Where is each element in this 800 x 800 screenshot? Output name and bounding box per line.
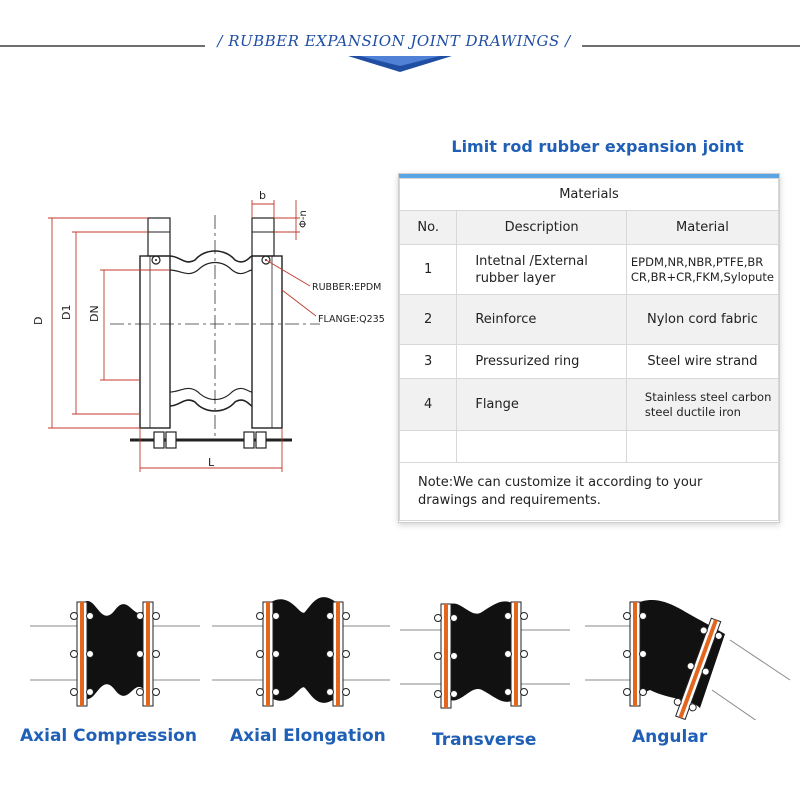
dim-label-d: D xyxy=(32,317,45,325)
cell-no: 4 xyxy=(398,378,458,431)
cell-description: Intetnal /External rubber layer xyxy=(456,244,627,295)
cell-description: Pressurized ring xyxy=(456,344,627,379)
page-title: / RUBBER EXPANSION JOINT DRAWINGS / xyxy=(208,32,580,50)
axial-compression-illustration xyxy=(30,600,200,707)
table-row xyxy=(398,430,780,463)
transverse-illustration xyxy=(400,601,570,709)
cell-no: 1 xyxy=(398,244,458,295)
header-divider-left xyxy=(0,45,205,47)
table-row: 4 Flange Stainless steel carbon steel du… xyxy=(398,378,780,431)
callout-flange: FLANGE:Q235 xyxy=(318,314,385,325)
cell-no: 2 xyxy=(398,294,458,345)
cell-no: 3 xyxy=(398,344,458,379)
table-note: Note:We can customize it according to yo… xyxy=(399,462,779,521)
dim-label-b: b xyxy=(259,189,266,202)
table-title: Limit rod rubber expansion joint xyxy=(451,137,744,156)
table-row: 3 Pressurized ring Steel wire strand xyxy=(398,344,780,379)
cell-material: Nylon cord fabric xyxy=(625,294,780,345)
cell-description: Flange xyxy=(456,378,627,431)
caption-angular: Angular xyxy=(632,727,708,747)
header-divider-right xyxy=(582,45,800,47)
materials-table: Materials No. Description Material 1 Int… xyxy=(398,178,780,521)
dim-label-n: Φ-n xyxy=(298,210,309,228)
dim-label-dn: DN xyxy=(88,305,101,322)
cell-material xyxy=(625,430,780,463)
title-slash-right: / xyxy=(559,32,571,50)
table-row: 2 Reinforce Nylon cord fabric xyxy=(398,294,780,345)
cell-material: EPDM,NR,NBR,PTFE,BR CR,BR+CR,FKM,Syloput… xyxy=(625,244,780,295)
callout-rubber: RUBBER:EPDM xyxy=(312,282,381,293)
cell-no xyxy=(398,430,458,463)
title-slash-left: / xyxy=(217,32,229,50)
table-caption: Materials xyxy=(399,178,779,211)
cell-material: Stainless steel carbon steel ductile iro… xyxy=(625,378,780,431)
page-title-text: RUBBER EXPANSION JOINT DRAWINGS xyxy=(228,32,560,50)
cell-description: Reinforce xyxy=(456,294,627,345)
col-header-description: Description xyxy=(456,210,627,245)
materials-table-card: Materials No. Description Material 1 Int… xyxy=(398,173,780,523)
cell-material: Steel wire strand xyxy=(625,344,780,379)
col-header-no: No. xyxy=(398,210,458,245)
caption-axial-elongation: Axial Elongation xyxy=(230,726,386,746)
caption-axial-compression: Axial Compression xyxy=(20,726,197,746)
col-header-material: Material xyxy=(625,210,780,245)
header-chevron-icon xyxy=(348,56,452,72)
caption-transverse: Transverse xyxy=(432,730,537,750)
movement-illustrations xyxy=(30,597,791,720)
cell-description xyxy=(456,430,627,463)
dim-label-d1: D1 xyxy=(60,305,73,320)
table-accent-bar xyxy=(399,174,779,178)
table-row: 1 Intetnal /External rubber layer EPDM,N… xyxy=(398,244,780,295)
axial-elongation-illustration xyxy=(212,597,390,707)
expansion-joint-drawing: D D1 DN L b Φ-n RUBBER:EPDM FLANGE:Q235 xyxy=(32,189,385,472)
angular-illustration xyxy=(585,600,791,720)
dim-label-l: L xyxy=(208,456,215,469)
